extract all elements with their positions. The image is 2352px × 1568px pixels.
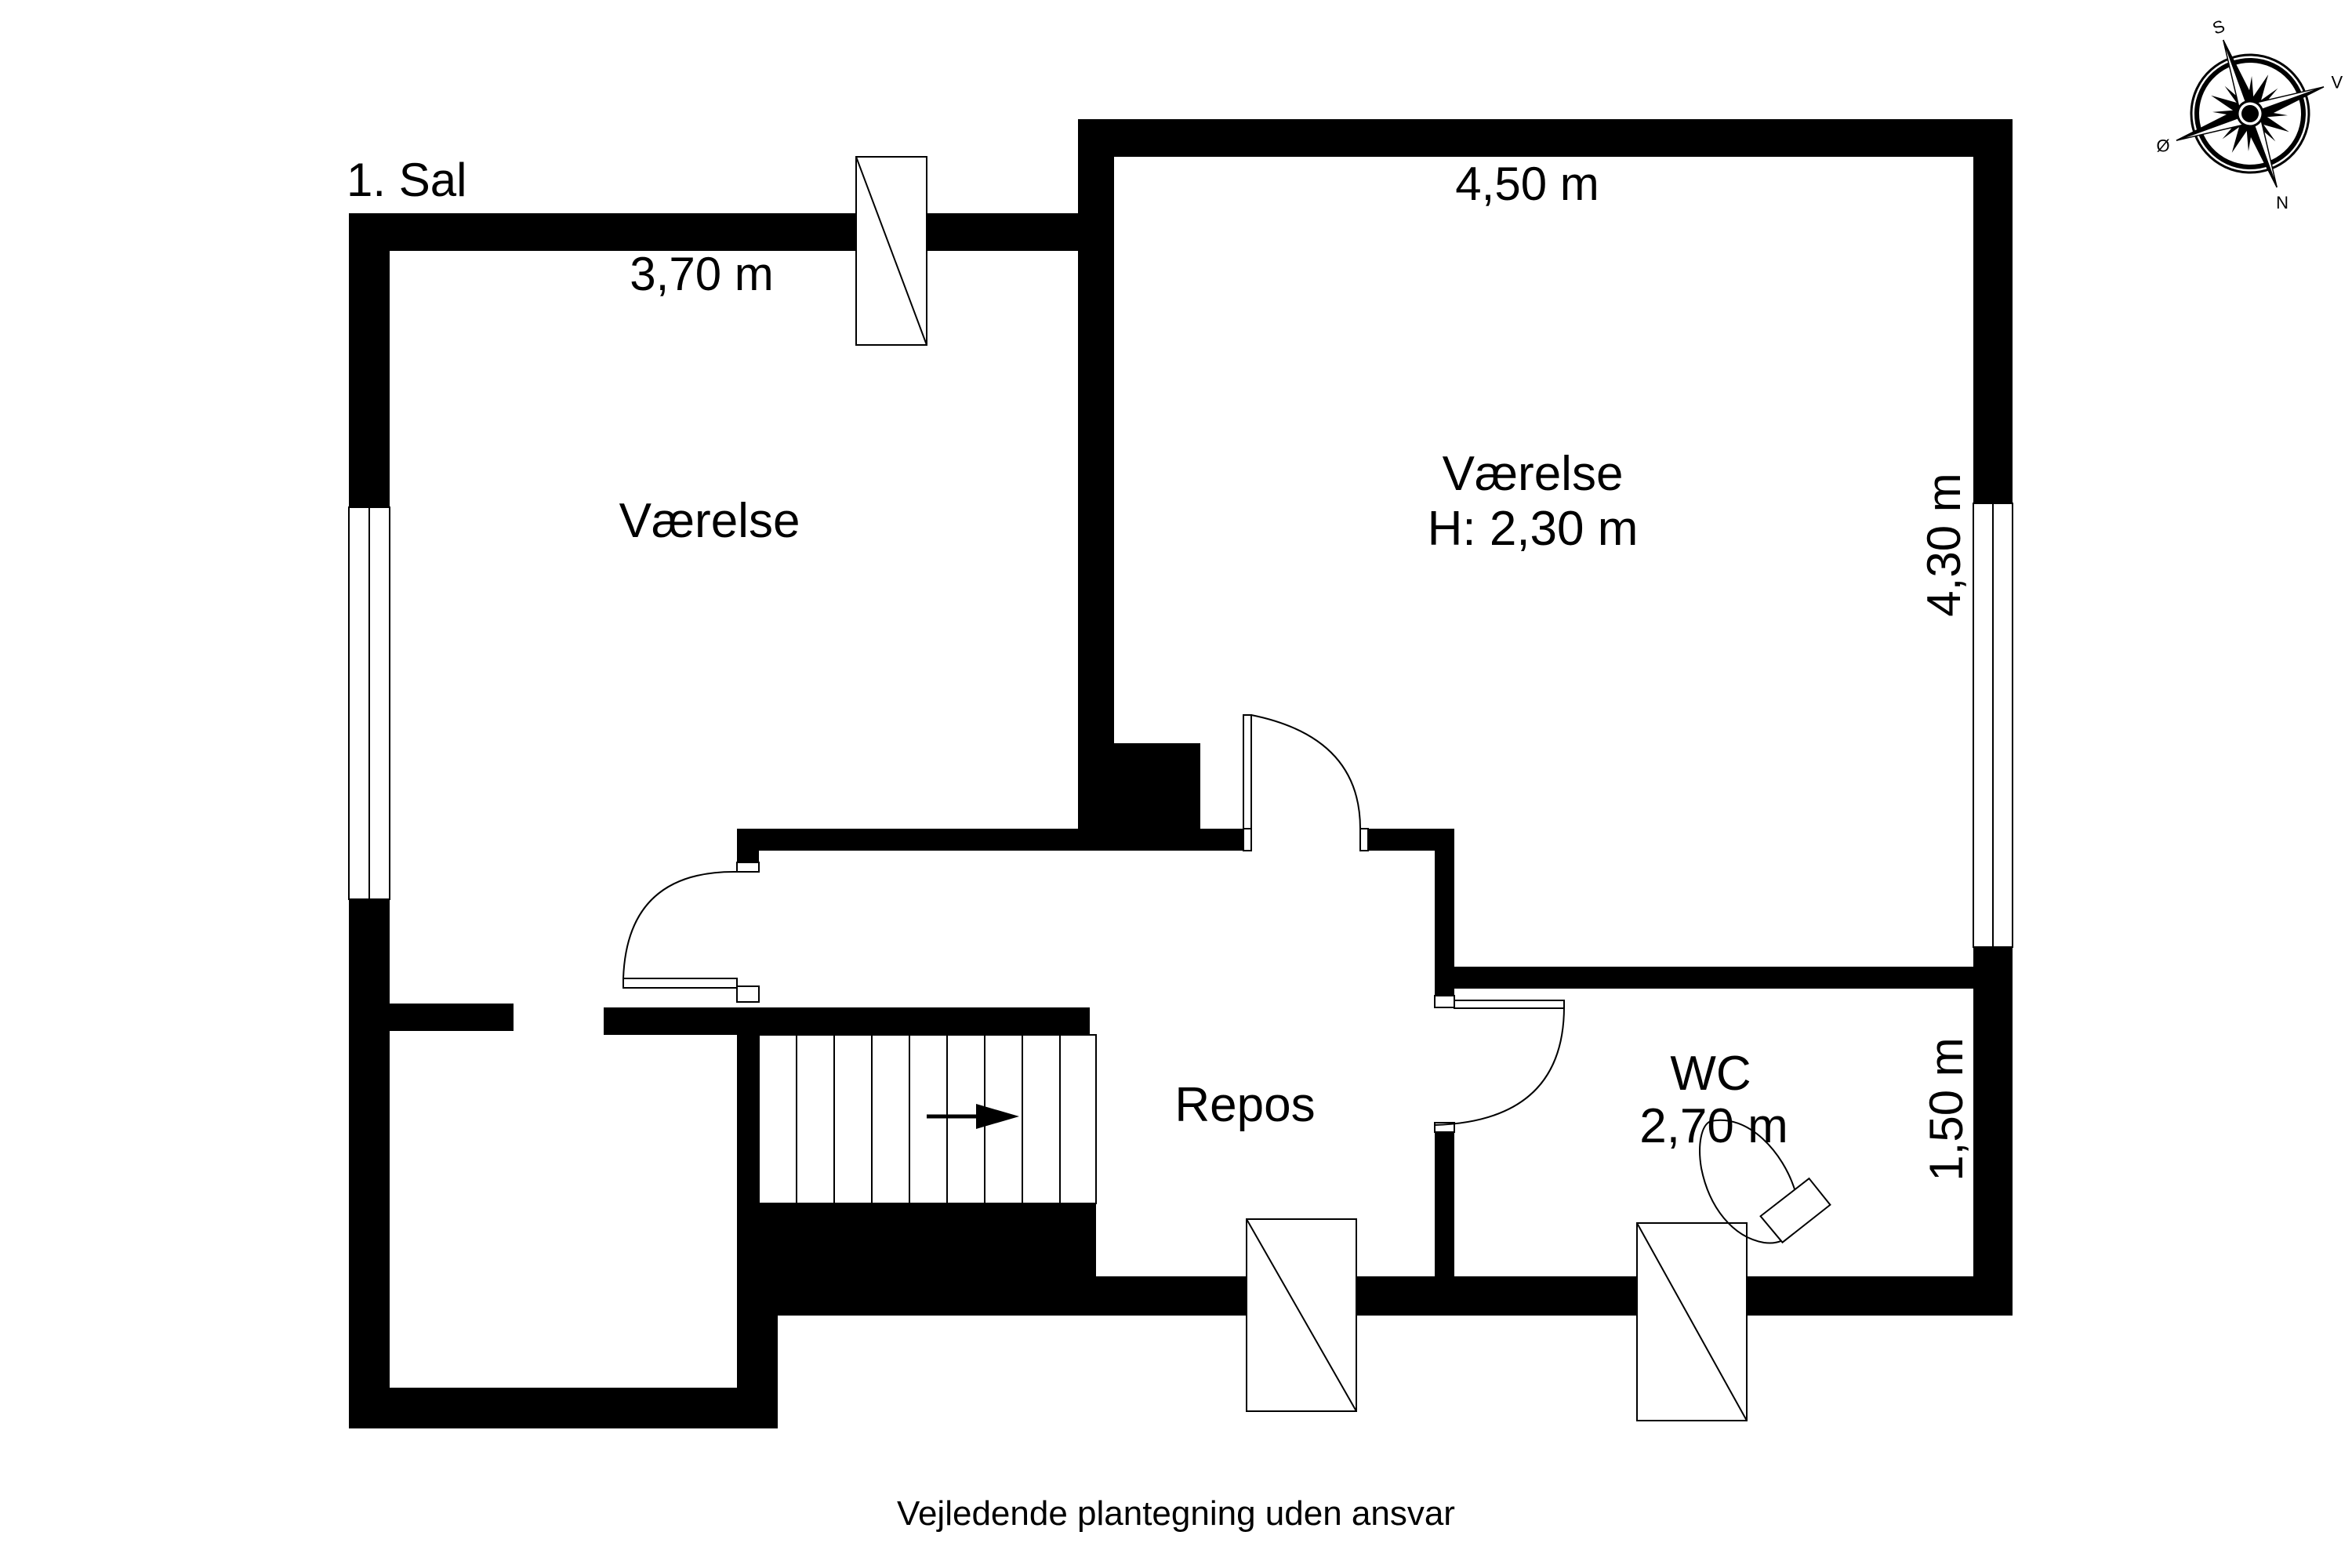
disclaimer-note: Vejledende plantegning uden ansvar: [897, 1494, 1455, 1533]
compass-rose-icon: S N V Ø: [2157, 16, 2343, 212]
skylight-top: [855, 156, 927, 346]
door-right-room[interactable]: [1243, 714, 1369, 851]
windows: [348, 503, 2013, 948]
wall-right-outer-upper: [1973, 119, 2013, 503]
compass-label-west: V: [2332, 73, 2343, 93]
right-room-height-label: H: 2,30 m: [1428, 502, 1639, 556]
wall-left-room-top: [349, 213, 1078, 251]
wall-wc-left: [1435, 1129, 1454, 1282]
wall-room-divider: [1078, 119, 1114, 848]
wc-depth-label: 1,50 m: [1920, 1037, 1973, 1181]
walls: [349, 119, 2013, 1428]
wall-divider-block: [1114, 743, 1200, 848]
skylights: [855, 156, 1748, 1421]
wall-right-room-top: [1078, 119, 2013, 157]
stair-direction-arrow-icon: [927, 1104, 1019, 1129]
compass-label-north: N: [2276, 193, 2288, 212]
right-room-depth-label: 4,30 m: [1918, 473, 1970, 616]
wall-partition-left-b: [604, 1007, 1090, 1035]
wall-closet-bottom: [349, 1388, 776, 1428]
compass-label-east: Ø: [2157, 136, 2170, 155]
left-room-name: Værelse: [619, 494, 800, 548]
wall-left-outer-upper: [349, 213, 390, 507]
wc-name: WC: [1670, 1047, 1751, 1101]
toilet-icon: [1699, 1119, 1831, 1244]
floor-label: 1. Sal: [347, 154, 466, 206]
wall-right-outer-lower: [1973, 947, 2013, 1316]
right-room-width-label: 4,50 m: [1455, 158, 1599, 210]
doors: [622, 714, 1565, 1133]
landing-name: Repos: [1174, 1078, 1315, 1132]
skylight-landing: [1246, 1218, 1357, 1412]
staircase: [758, 1034, 1097, 1204]
wall-left-outer-lower: [349, 899, 390, 1428]
wall-bottom-outer: [759, 1276, 2013, 1316]
skylight-wc: [1636, 1222, 1748, 1421]
door-wc[interactable]: [1434, 995, 1565, 1133]
left-room-width-label: 3,70 m: [630, 248, 773, 300]
wc-width-label: 2,70 m: [1639, 1099, 1788, 1153]
compass-label-south: S: [2210, 16, 2227, 38]
wall-partition-left-a: [349, 1004, 514, 1031]
right-room-name: Værelse: [1443, 447, 1624, 501]
wall-wc-top: [1435, 967, 2013, 989]
door-left-room[interactable]: [622, 862, 760, 1003]
